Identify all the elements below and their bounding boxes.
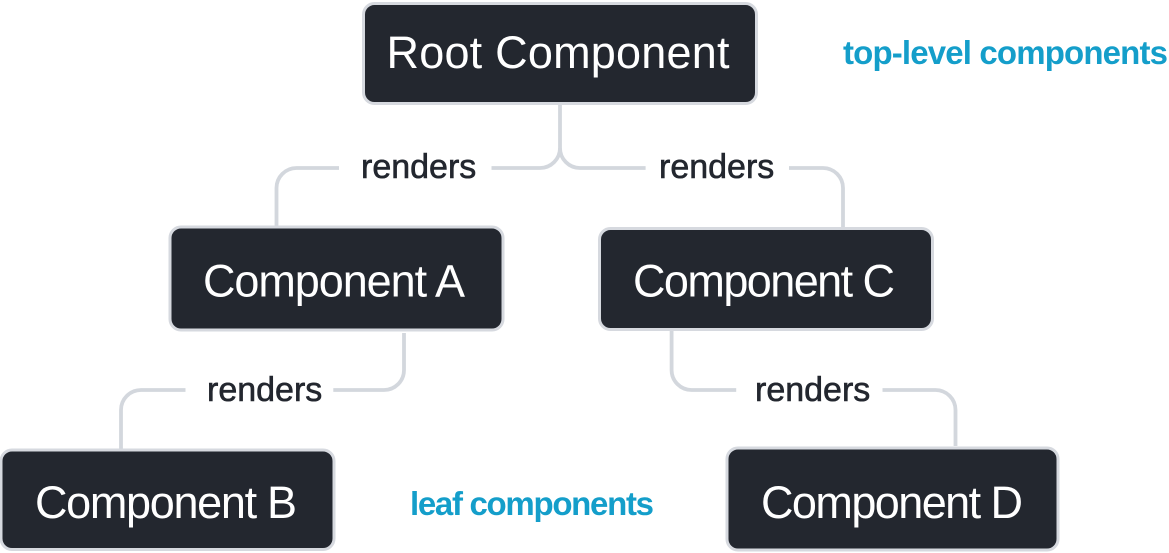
svg-text:Component A: Component A — [203, 256, 465, 307]
svg-text:Component D: Component D — [761, 477, 1023, 528]
svg-text:Component C: Component C — [633, 256, 895, 307]
svg-text:leaf components: leaf components — [410, 485, 654, 522]
svg-text:renders: renders — [207, 371, 322, 409]
svg-text:renders: renders — [659, 148, 774, 186]
svg-text:top-level components: top-level components — [843, 34, 1168, 71]
svg-text:renders: renders — [361, 148, 476, 186]
svg-text:Component B: Component B — [35, 477, 297, 528]
svg-text:Root Component: Root Component — [387, 27, 730, 78]
svg-text:renders: renders — [755, 371, 870, 409]
